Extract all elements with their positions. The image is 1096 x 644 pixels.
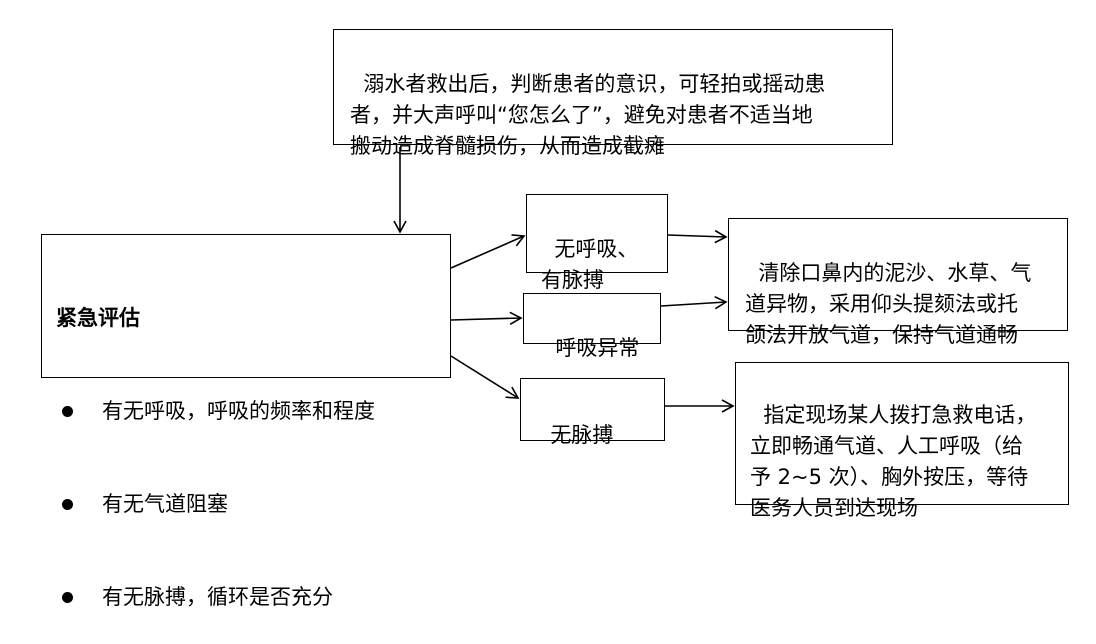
bullet-icon — [62, 406, 73, 417]
branch-abnormal-text: 呼吸异常 — [555, 336, 640, 360]
rescue-consciousness-text: 溺水者救出后，判断患者的意识，可轻拍或摇动患 者，并大声呼叫“您怎么了”，避免对… — [350, 72, 826, 158]
arrow-no-breath-to-clear — [667, 229, 728, 244]
branch-no-breath-text: 无呼吸、 有脉搏 — [541, 237, 639, 292]
assessment-item-text: 有无气道阻塞 — [102, 492, 228, 516]
action-cpr-box: 指定现场某人拨打急救电话， 立即畅通气道、人工呼吸（给 予 2~5 次）、胸外按… — [735, 362, 1069, 520]
arrow-assessment-to-abnormal — [450, 311, 523, 326]
bullet-icon — [62, 499, 73, 510]
branch-abnormal-breathing: 呼吸异常 — [523, 293, 661, 360]
action-clear-airway-box: 清除口鼻内的泥沙、水草、气 道异物，采用仰头提颏法或托 颌法开放气道，保持气道通… — [728, 218, 1068, 347]
assessment-title: 紧急评估 — [56, 306, 140, 330]
arrow-assessment-to-no-pulse — [450, 355, 520, 399]
assessment-item: 有无脉搏，循环是否充分 — [56, 582, 440, 613]
assessment-item: 有无呼吸，呼吸的频率和程度 — [56, 396, 440, 427]
rescue-consciousness-box: 溺水者救出后，判断患者的意识，可轻拍或摇动患 者，并大声呼叫“您怎么了”，避免对… — [333, 29, 893, 158]
action-cpr-text: 指定现场某人拨打急救电话， 立即畅通气道、人工呼吸（给 予 2~5 次）、胸外按… — [750, 403, 1037, 520]
assessment-item: 有无气道阻塞 — [56, 489, 440, 520]
branch-no-pulse: 无脉搏 — [520, 378, 665, 447]
arrow-abnormal-to-clear — [660, 295, 728, 310]
branch-no-pulse-text: 无脉搏 — [550, 423, 614, 447]
bullet-icon — [62, 592, 73, 603]
arrow-assessment-to-no-breath — [450, 234, 526, 269]
assessment-item-text: 有无呼吸，呼吸的频率和程度 — [102, 399, 375, 423]
action-clear-airway-text: 清除口鼻内的泥沙、水草、气 道异物，采用仰头提颏法或托 颌法开放气道，保持气道通… — [745, 261, 1032, 347]
assessment-item-text: 有无脉搏，循环是否充分 — [102, 585, 333, 609]
branch-no-breath-with-pulse: 无呼吸、 有脉搏 — [526, 194, 668, 292]
emergency-assessment-box: 紧急评估 有无呼吸，呼吸的频率和程度 有无气道阻塞 有无脉搏，循环是否充分 — [41, 234, 451, 609]
